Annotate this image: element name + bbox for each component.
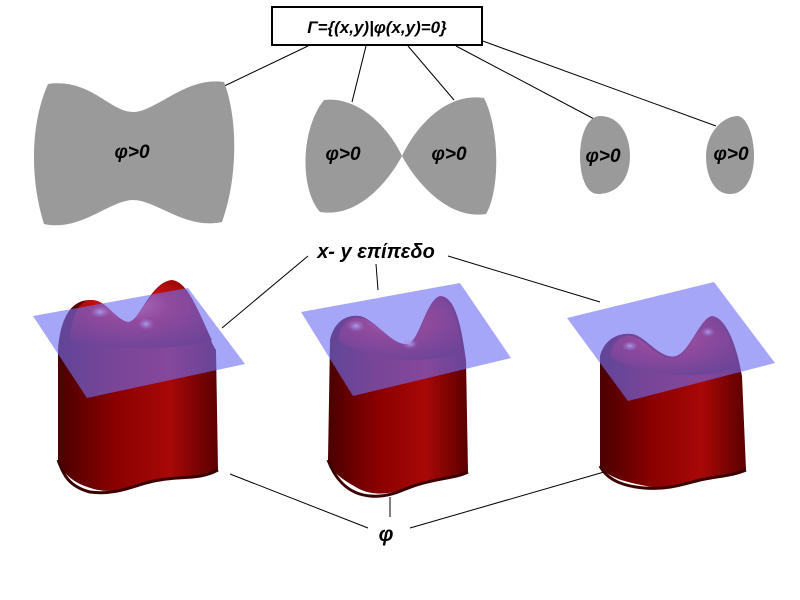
connector-plane-surface1 bbox=[221, 255, 309, 329]
xy-plane-1 bbox=[33, 288, 245, 398]
plane-label: x- y επίπεδο bbox=[316, 241, 435, 263]
connector-title-region1 bbox=[215, 45, 309, 91]
region-3a-label: φ>0 bbox=[585, 146, 620, 167]
xy-plane-3 bbox=[567, 282, 775, 401]
region-2a-label: φ>0 bbox=[325, 144, 360, 165]
region-2: φ>0 φ>0 bbox=[305, 97, 497, 215]
region-3: φ>0 φ>0 bbox=[580, 116, 754, 194]
connector-phi-surface1 bbox=[229, 473, 369, 529]
surface-1 bbox=[33, 280, 245, 495]
title-box: Γ={(x,y)|φ(x,y)=0} bbox=[271, 6, 483, 46]
connector-plane-surface3 bbox=[447, 255, 601, 303]
region-3b-label: φ>0 bbox=[713, 144, 748, 165]
region-1-label: φ>0 bbox=[114, 142, 149, 163]
title-formula: Γ={(x,y)|φ(x,y)=0} bbox=[307, 18, 447, 37]
xy-plane-2 bbox=[301, 283, 511, 396]
connector-title-region2a bbox=[351, 45, 367, 103]
connector-lines bbox=[215, 39, 717, 529]
surface-3 bbox=[567, 282, 775, 490]
region-2b-label: φ>0 bbox=[431, 144, 466, 165]
region-1: φ>0 bbox=[33, 81, 235, 226]
phi-label: φ bbox=[379, 523, 394, 546]
surface-2 bbox=[301, 283, 511, 498]
connector-title-region3 bbox=[455, 45, 597, 121]
connector-phi-surface3 bbox=[409, 471, 605, 529]
connector-plane-surface2 bbox=[375, 263, 379, 291]
connector-title-region2b bbox=[407, 45, 455, 101]
connector-title-region4 bbox=[479, 39, 717, 127]
